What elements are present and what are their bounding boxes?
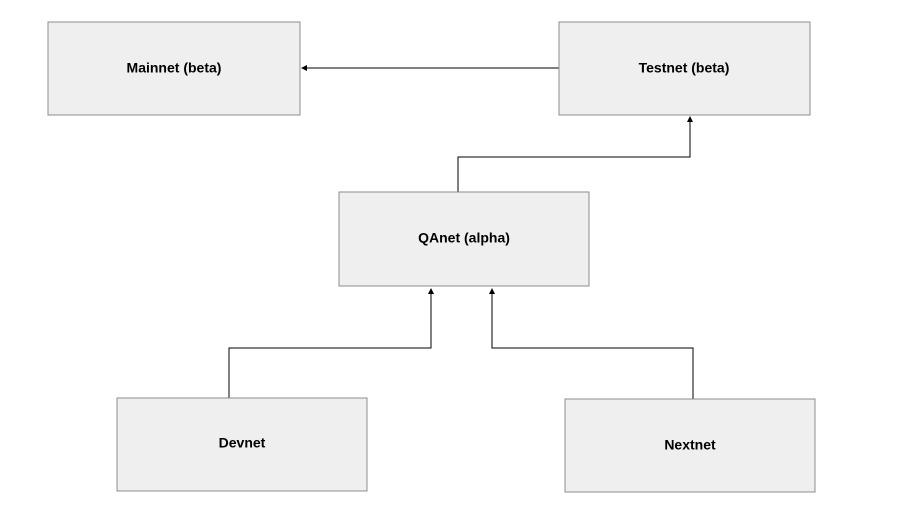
node-qanet: QAnet (alpha) — [338, 191, 590, 287]
node-nextnet-label: Nextnet — [664, 437, 716, 453]
edges — [228, 65, 694, 399]
node-testnet-box — [558, 21, 811, 116]
node-mainnet-label: Mainnet (beta) — [127, 60, 222, 76]
node-mainnet: Mainnet (beta) — [47, 21, 301, 116]
edge-devnet-to-qanet — [228, 288, 434, 398]
edge-qanet-to-testnet — [457, 116, 693, 192]
node-qanet-label: QAnet (alpha) — [418, 230, 510, 246]
node-qanet-box — [338, 191, 590, 287]
node-devnet-label: Devnet — [219, 435, 266, 451]
node-testnet: Testnet (beta) — [558, 21, 811, 116]
node-nextnet: Nextnet — [564, 398, 816, 493]
node-testnet-label: Testnet (beta) — [639, 60, 730, 76]
node-nextnet-box — [564, 398, 816, 493]
node-mainnet-box — [47, 21, 301, 116]
edge-nextnet-to-qanet — [489, 288, 694, 399]
node-devnet: Devnet — [116, 397, 368, 492]
node-devnet-box — [116, 397, 368, 492]
